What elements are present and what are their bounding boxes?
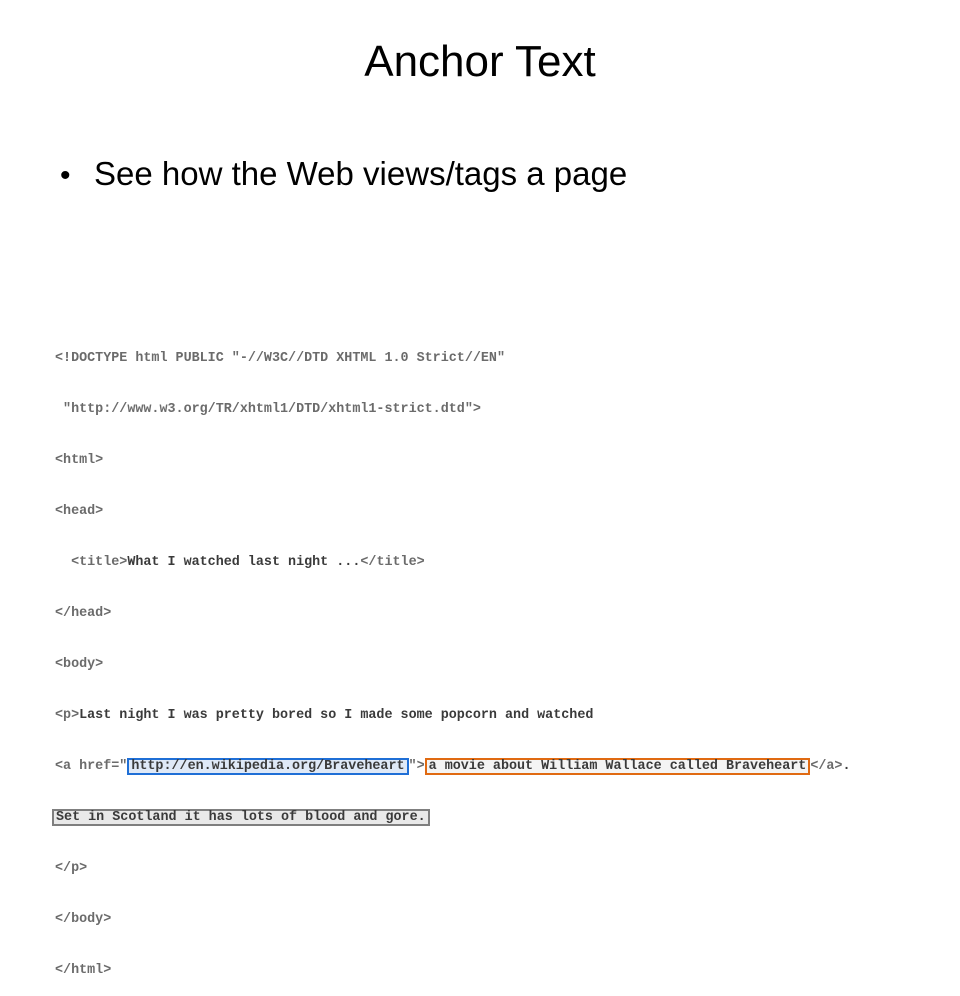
url-highlight-box: http://en.wikipedia.org/Braveheart bbox=[127, 758, 409, 775]
title-text: What I watched last night ... bbox=[127, 555, 361, 570]
bullet-dot-icon: • bbox=[60, 159, 71, 192]
html-code-block: <!DOCTYPE html PUBLIC "-//W3C//DTD XHTML… bbox=[52, 316, 851, 996]
code-line-html-open: <html> bbox=[55, 453, 104, 468]
code-line-sentence: Set in Scotland it has lots of blood and… bbox=[52, 809, 851, 826]
code-line-anchor: <a href="http://en.wikipedia.org/Bravehe… bbox=[55, 758, 851, 775]
slide-title: Anchor Text bbox=[364, 37, 596, 86]
code-line-body-close: </body> bbox=[55, 912, 112, 927]
code-line-p-close: </p> bbox=[55, 861, 88, 876]
code-line-body-open: <body> bbox=[55, 657, 104, 672]
code-line-html-close: </html> bbox=[55, 963, 112, 978]
title-close-tag: </title> bbox=[360, 555, 425, 570]
code-line-head-open: <head> bbox=[55, 504, 104, 519]
anchor-open-suffix: "> bbox=[408, 759, 425, 774]
bullet-item: • See how the Web views/tags a page bbox=[60, 152, 627, 198]
code-line-paragraph: <p>Last night I was pretty bored so I ma… bbox=[55, 707, 851, 724]
paragraph-text: Last night I was pretty bored so I made … bbox=[79, 708, 594, 723]
code-line-head-close: </head> bbox=[55, 606, 112, 621]
code-line-dtd: "http://www.w3.org/TR/xhtml1/DTD/xhtml1-… bbox=[55, 402, 481, 417]
anchor-close-tag: </a> bbox=[810, 759, 843, 774]
sentence-highlight-box: Set in Scotland it has lots of blood and… bbox=[52, 809, 430, 826]
anchor-open-prefix: <a href=" bbox=[55, 759, 128, 774]
code-line-title: <title>What I watched last night ...</ti… bbox=[55, 554, 851, 571]
title-open-tag: <title> bbox=[55, 555, 128, 570]
anchor-line-end: . bbox=[842, 759, 851, 774]
anchor-text-highlight-box: a movie about William Wallace called Bra… bbox=[424, 758, 811, 775]
bullet-text: See how the Web views/tags a page bbox=[94, 155, 628, 192]
code-line-doctype: <!DOCTYPE html PUBLIC "-//W3C//DTD XHTML… bbox=[55, 351, 505, 366]
p-open-tag: <p> bbox=[55, 708, 80, 723]
